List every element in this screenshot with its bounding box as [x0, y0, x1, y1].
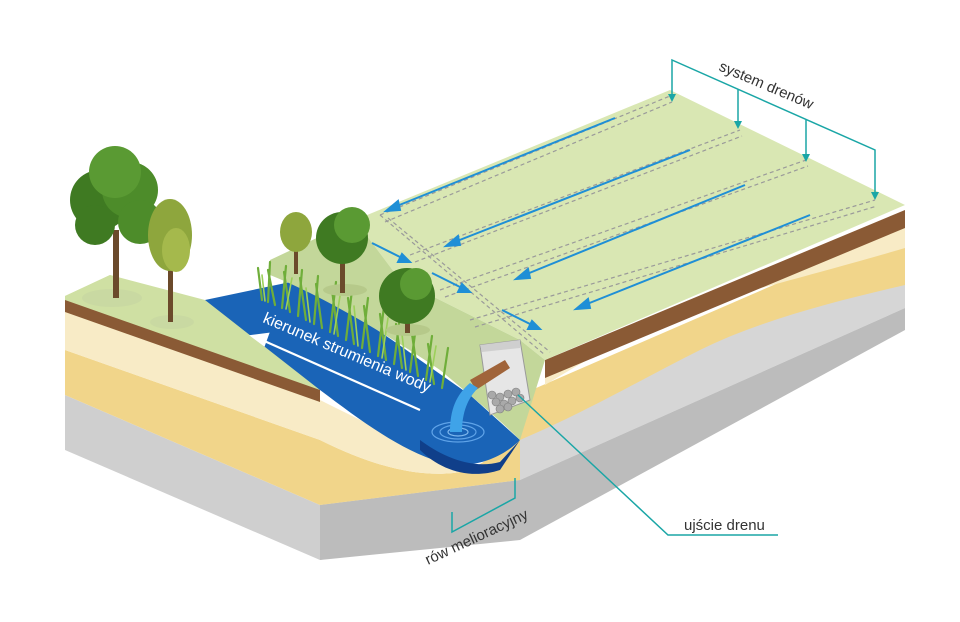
reeds-light [261, 274, 437, 383]
drain-pipe [470, 360, 510, 390]
drain-line [469, 199, 876, 321]
drain-line [379, 95, 671, 216]
drain-line [384, 101, 673, 223]
field-surface [355, 90, 905, 360]
soil-layer-yellow-right [520, 228, 905, 440]
drain-line [409, 129, 741, 256]
water-flow-arrow [249, 332, 421, 412]
outlet-stones [487, 387, 525, 414]
tree [148, 199, 194, 329]
soil-layer-brown-right [545, 210, 905, 378]
drain-outlet-label: ujście drenu [684, 517, 765, 534]
drain-line [439, 159, 807, 291]
tree [379, 268, 435, 336]
collector-line [387, 217, 551, 353]
soil-layer-light-left [65, 310, 470, 474]
tree [316, 207, 370, 296]
drain-line [414, 135, 743, 263]
ditch-pointer [451, 478, 516, 534]
drain-outlet-pointer [517, 394, 778, 536]
tree [280, 212, 312, 274]
ditch-water-surface [205, 280, 520, 465]
reeds [256, 260, 450, 390]
ditch-water-depth [420, 440, 520, 474]
drain-system-arrowheads [668, 94, 879, 200]
water-jet [450, 383, 478, 432]
drain-outlet [450, 339, 531, 432]
soil-block-right [520, 210, 905, 480]
tree [70, 146, 162, 307]
soil-layer-yellow-left [65, 350, 520, 505]
soil-layer-rock-face [320, 308, 905, 560]
flow-arrows [371, 117, 811, 330]
drain-line [444, 165, 809, 298]
drain-system-pointer [671, 58, 876, 196]
